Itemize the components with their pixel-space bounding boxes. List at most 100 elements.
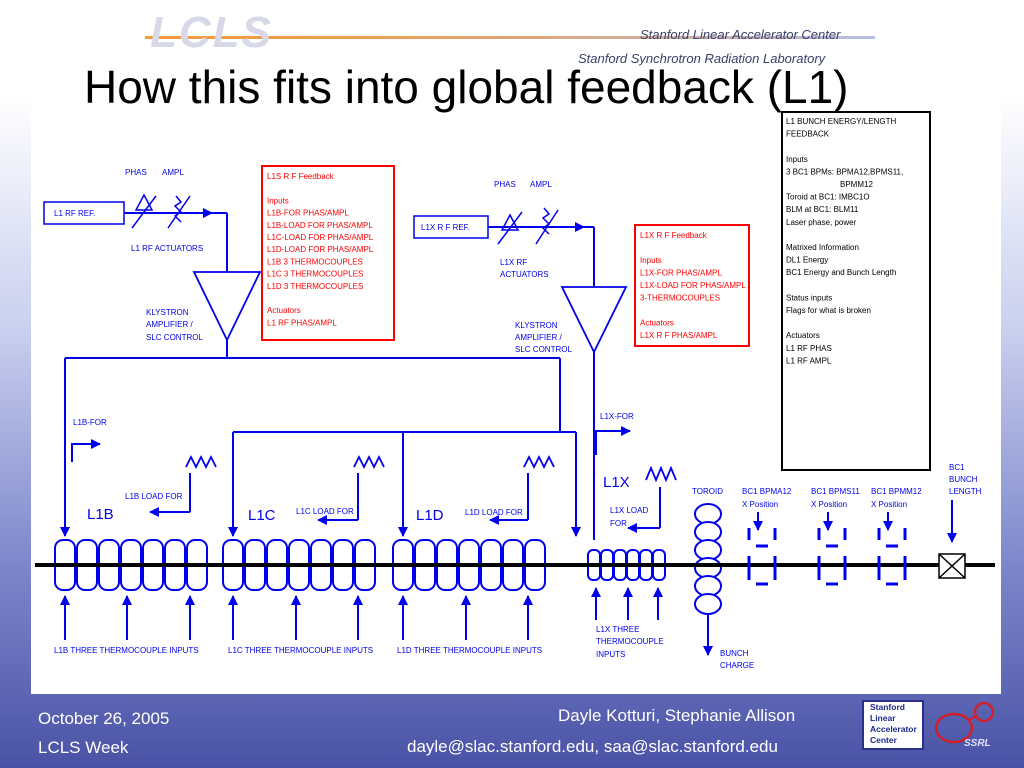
bunch_box-line: BLM at BC1: BLM11 [786, 205, 859, 214]
bpms11-label: BC1 BPMS11 [811, 487, 860, 496]
bunch_box-line: Actuators [786, 331, 820, 340]
l1s_box-line: L1B-LOAD FOR PHAS/AMPL [267, 221, 373, 230]
l1-ampl-label: AMPL [162, 168, 184, 177]
l1x-section-label: L1X [603, 474, 630, 491]
l1x_box-line: L1X R F PHAS/AMPL [640, 331, 718, 340]
l1x-klystron-line3: SLC CONTROL [515, 345, 572, 354]
l1s_box-line: L1D-LOAD FOR PHAS/AMPL [267, 245, 374, 254]
bunch_box-line: Laser phase, power [786, 218, 857, 227]
bpm-icons [747, 528, 907, 586]
ssrl-logo: SSRL [934, 701, 995, 749]
bunch-energy-feedback-box [781, 111, 931, 471]
bunch-length-line2: BUNCH [949, 475, 978, 484]
slac-logo-line1: Stanford [870, 702, 905, 712]
bpmm12-sub: X Position [871, 500, 907, 509]
bpms11-sub: X Position [811, 500, 847, 509]
bunch_box-line: FEEDBACK [786, 130, 830, 139]
l1x_box-line: L1X R F Feedback [640, 231, 708, 240]
footer-emails: dayle@slac.stanford.edu, saa@slac.stanfo… [407, 737, 778, 757]
toroid-icon [694, 503, 722, 615]
bunch_box-line: BPMM12 [840, 180, 873, 189]
l1x_box-line: Inputs [640, 256, 662, 265]
bunch_box-line: Matrixed Information [786, 243, 859, 252]
bunch-charge-line2: CHARGE [720, 661, 754, 670]
l1x-ampl-label: AMPL [530, 180, 552, 189]
bpmm12-label: BC1 BPMM12 [871, 487, 922, 496]
l1x-thermo-line2: THERMOCOUPLE [596, 637, 664, 646]
l1x_box-line: L1X-FOR PHAS/AMPL [640, 269, 722, 278]
l1b-thermo-label: L1B THREE THERMOCOUPLE INPUTS [54, 646, 199, 655]
l1x-actuators-line2: ACTUATORS [500, 270, 549, 279]
l1x-rf-feedback-box [634, 224, 750, 347]
l1b-load-label: L1B LOAD FOR [125, 492, 183, 501]
l1d-load-icon [523, 454, 555, 470]
l1s_box-line: L1C-LOAD FOR PHAS/AMPL [267, 233, 374, 242]
header-rule [145, 36, 875, 39]
l1s_box-line: L1C 3 THERMOCOUPLES [267, 270, 363, 279]
l1-actuators-label: L1 RF ACTUATORS [131, 244, 203, 253]
l1s_box-line: L1 RF PHAS/AMPL [267, 318, 337, 327]
footer-event: LCLS Week [38, 738, 129, 757]
toroid-label: TOROID [692, 487, 723, 496]
l1x_box-line: 3-THERMOCOUPLES [640, 294, 720, 303]
bunch_box-line: Status inputs [786, 293, 832, 302]
l1x-klystron-line1: KLYSTRON [515, 321, 558, 330]
org-slac: Stanford Linear Accelerator Center [640, 27, 841, 42]
l1x-thermo-line3: INPUTS [596, 650, 625, 659]
l1d-thermo-label: L1D THREE THERMOCOUPLE INPUTS [397, 646, 542, 655]
l1-attenuator-icon [173, 195, 183, 223]
l1b-section-label: L1B [87, 506, 114, 523]
bunch_box-line: 3 BC1 BPMs: BPMA12,BPMS11, [786, 167, 903, 176]
bpma12-sub: X Position [742, 500, 778, 509]
bunch-feedback-text: L1 BUNCH ENERGY/LENGTH FEEDBACK Inputs 3 BC… [786, 117, 903, 365]
bunch_box-line: BC1 Energy and Bunch Length [786, 268, 896, 277]
org-ssrl: Stanford Synchrotron Radiation Laborator… [578, 51, 826, 66]
l1s_box-line: L1B-FOR PHAS/AMPL [267, 209, 349, 218]
l1x-klystron-amplifier-icon [560, 286, 628, 355]
bunch-charge-line1: BUNCH [720, 649, 749, 658]
l1c-load-label: L1C LOAD FOR [296, 507, 354, 516]
l1x-rf-ref-label: L1X R F REF. [421, 223, 470, 232]
l1d-section-label: L1D [416, 507, 444, 524]
l1-klystron-amplifier-icon [192, 271, 262, 343]
bpma12-label: BC1 BPMA12 [742, 487, 792, 496]
l1x-load-line1: L1X LOAD [610, 506, 648, 515]
l1-phas-label: PHAS [125, 168, 147, 177]
l1d-load-label: L1D LOAD FOR [465, 508, 523, 517]
bunch_box-line: DL1 Energy [786, 256, 828, 265]
l1s_box-line: L1B 3 THERMOCOUPLES [267, 257, 363, 266]
lcls-logo: LCLS [150, 8, 273, 57]
bunch_box-line: L1 RF PHAS [786, 344, 832, 353]
l1x-klystron-line2: AMPLIFIER / [515, 333, 562, 342]
l1x-actuators-line1: L1X RF [500, 258, 527, 267]
bunch_box-line: Inputs [786, 155, 808, 164]
bunch_box-line: Flags for what is broken [786, 306, 871, 315]
l1x-thermo-line1: L1X THREE [596, 625, 639, 634]
email-separator: , [594, 737, 604, 756]
slac-logo-line3: Accelerator [870, 724, 917, 734]
ssrl-logo-text: SSRL [964, 738, 991, 749]
l1s-rf-feedback-box [261, 165, 395, 341]
l1x-attenuator-icon [541, 207, 551, 235]
bunch_box-line: L1 RF AMPL [786, 356, 832, 365]
slac-logo-line4: Center [870, 735, 897, 745]
l1x_box-line: Actuators [640, 319, 674, 328]
l1-klystron-line2: AMPLIFIER / [146, 320, 193, 329]
bunch-length-line1: BC1 [949, 463, 965, 472]
slac-logo-line2: Linear [870, 713, 896, 723]
bunch_box-line: Toroid at BC1: IMBC1O [786, 193, 870, 202]
bunch-length-monitor-icon [938, 553, 966, 579]
bunch_box-line: L1 BUNCH ENERGY/LENGTH [786, 117, 896, 126]
l1c-load-icon [353, 454, 385, 470]
l1x-for-label: L1X-FOR [600, 412, 634, 421]
email-link-saa[interactable]: saa@slac.stanford.edu [603, 737, 778, 756]
bunch-length-line3: LENGTH [949, 487, 982, 496]
l1c-thermo-label: L1C THREE THERMOCOUPLE INPUTS [228, 646, 373, 655]
l1s_box-line: L1D 3 THERMOCOUPLES [267, 282, 363, 291]
l1-phase-shifter-icon [134, 193, 154, 211]
l1s_box-line: Actuators [267, 306, 301, 315]
email-link-dayle[interactable]: dayle@slac.stanford.edu [407, 737, 595, 756]
